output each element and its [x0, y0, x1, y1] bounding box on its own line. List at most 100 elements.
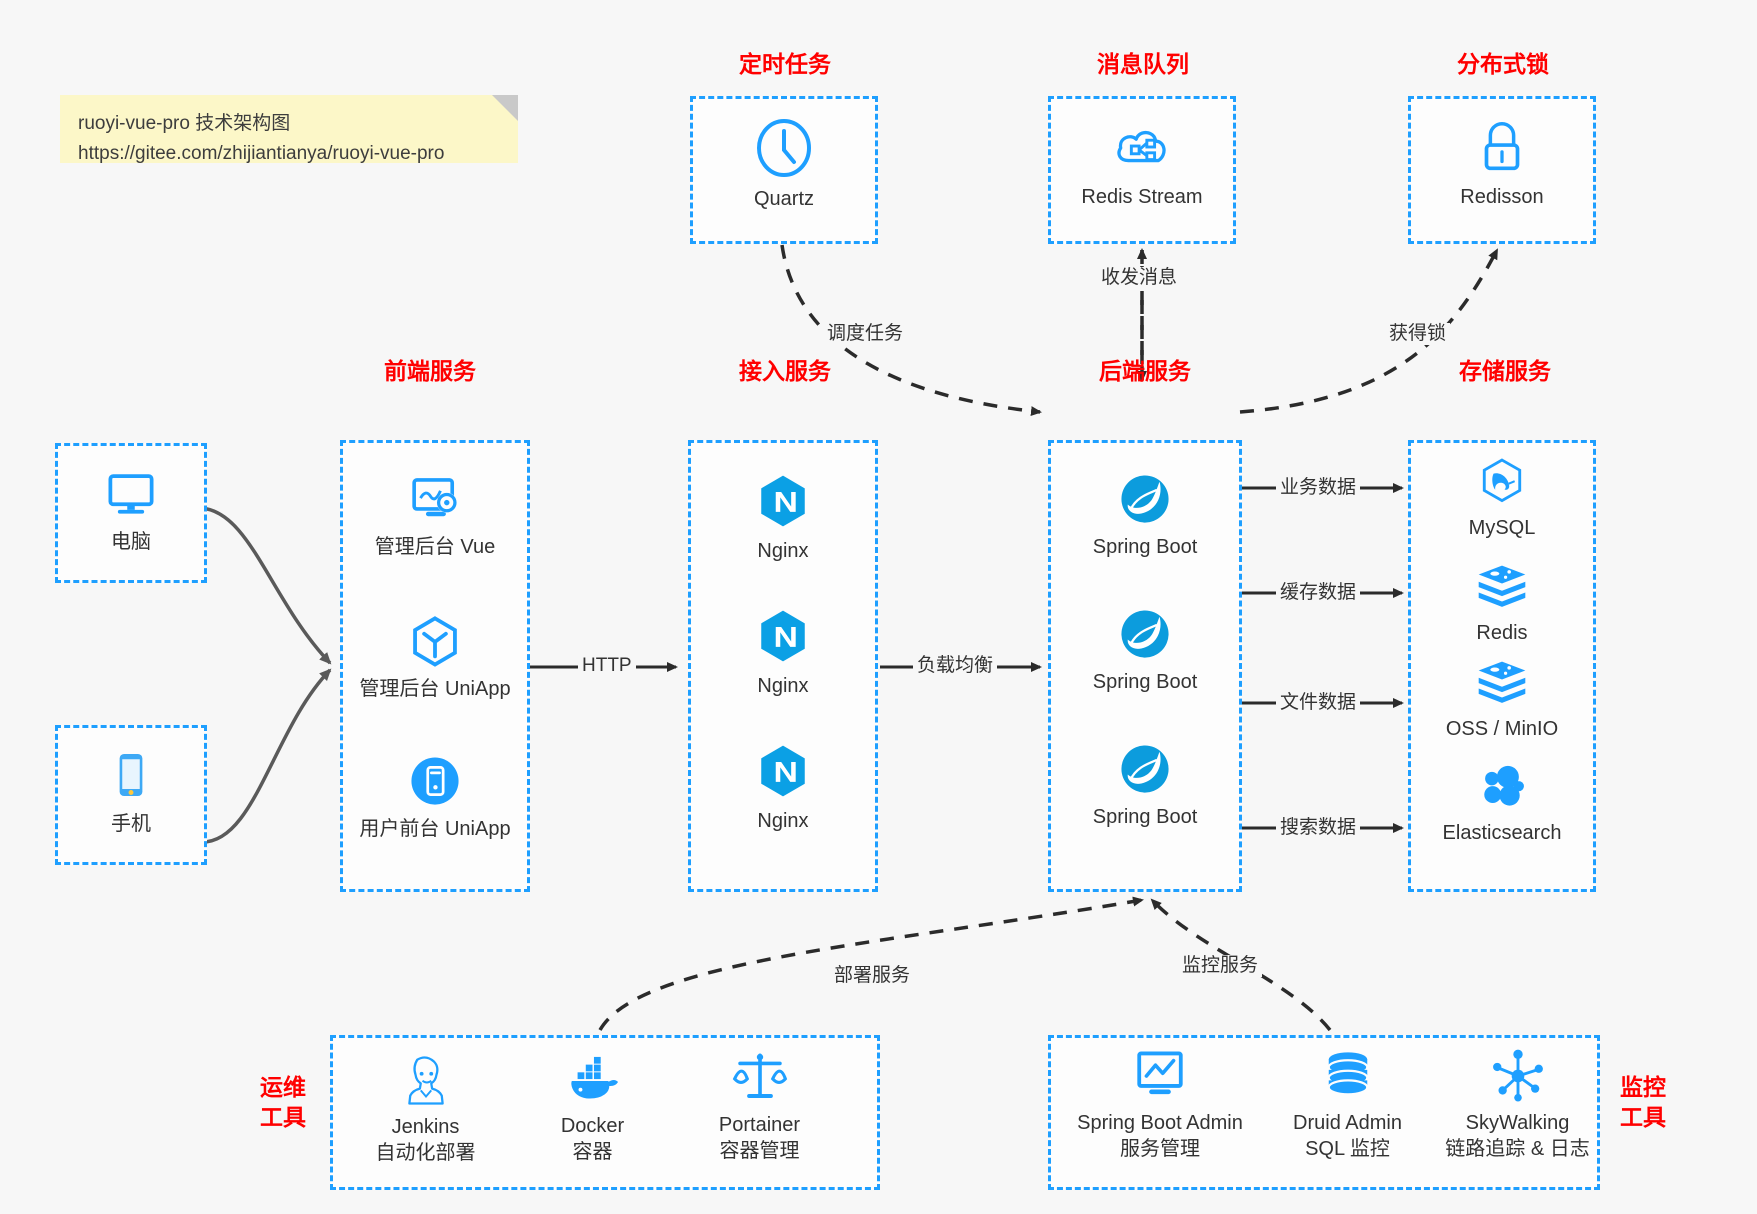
jenkins-butler-icon: [407, 1056, 444, 1105]
mysql-dolphin-icon: [1482, 458, 1522, 503]
database-icon: [1327, 1052, 1368, 1096]
node-sublabel: 自动化部署: [375, 1142, 476, 1164]
node-label: Redisson: [1460, 186, 1544, 208]
edge-label-file-data: 文件数据: [1276, 692, 1361, 714]
spring-leaf-icon: [1121, 745, 1169, 793]
skywalking-node-icon: [1492, 1049, 1543, 1102]
edge-label-search-data: 搜索数据: [1276, 817, 1361, 839]
group-title-scheduled-task: 定时任务: [739, 51, 831, 77]
node-spring-boot-3[interactable]: Spring Boot: [1048, 740, 1242, 830]
docker-whale-icon: [570, 1056, 618, 1099]
node-label: 管理后台 UniApp: [359, 678, 511, 700]
node-redis-stream[interactable]: Redis Stream: [1048, 116, 1236, 210]
node-quartz[interactable]: Quartz: [690, 116, 878, 212]
node-label: MySQL: [1468, 517, 1536, 539]
node-sublabel: 服务管理: [1120, 1138, 1200, 1160]
node-spring-boot-2[interactable]: Spring Boot: [1048, 605, 1242, 695]
redis-stack-icon: [1478, 661, 1526, 703]
node-label: Spring Boot: [1092, 806, 1198, 828]
clock-icon: [757, 119, 811, 177]
node-label: Portainer: [718, 1114, 801, 1136]
node-admin-vue[interactable]: 管理后台 Vue: [340, 470, 530, 560]
node-oss-minio[interactable]: OSS / MinIO: [1408, 658, 1596, 742]
note-line-url: https://gitee.com/zhijiantianya/ruoyi-vu…: [78, 143, 445, 164]
edge-label-send-receive: 收发消息: [1097, 267, 1182, 289]
note-fold-corner: [492, 95, 518, 121]
nginx-icon: [761, 745, 805, 797]
node-label: 电脑: [111, 531, 151, 553]
redis-stack-icon: [1478, 565, 1526, 607]
spring-leaf-icon: [1121, 610, 1169, 658]
node-label: Docker: [560, 1115, 625, 1137]
node-label: Quartz: [753, 188, 815, 210]
node-spring-boot-admin[interactable]: Spring Boot Admin 服务管理: [1060, 1048, 1260, 1162]
nginx-icon: [761, 475, 805, 527]
node-mysql[interactable]: MySQL: [1408, 455, 1596, 541]
group-title-frontend: 前端服务: [384, 358, 476, 384]
node-sublabel: 容器: [572, 1141, 613, 1163]
scales-icon: [732, 1053, 787, 1099]
node-sublabel: 容器管理: [719, 1140, 800, 1162]
node-label: Redis Stream: [1081, 186, 1203, 208]
node-druid-admin[interactable]: Druid Admin SQL 监控: [1260, 1048, 1435, 1162]
node-mobile[interactable]: 手机: [55, 745, 207, 837]
node-redisson[interactable]: Redisson: [1408, 116, 1596, 210]
node-label: 管理后台 Vue: [374, 536, 496, 558]
node-jenkins[interactable]: Jenkins 自动化部署: [338, 1050, 513, 1166]
nginx-icon: [761, 610, 805, 662]
node-redis[interactable]: Redis: [1408, 562, 1596, 646]
group-title-monitor-line2: 工具: [1620, 1104, 1666, 1130]
node-label: 手机: [111, 813, 151, 835]
edge-label-deploy: 部署服务: [830, 965, 915, 987]
node-label: Spring Boot Admin: [1077, 1112, 1243, 1134]
node-portainer[interactable]: Portainer 容器管理: [672, 1048, 847, 1164]
group-box-message-queue: [1048, 96, 1236, 244]
group-title-message-queue: 消息队列: [1097, 51, 1189, 77]
node-label: SkyWalking: [1465, 1112, 1570, 1134]
group-title-devops-line1: 运维: [260, 1074, 306, 1100]
group-title-backend: 后端服务: [1099, 358, 1191, 384]
node-nginx-3[interactable]: Nginx: [688, 740, 878, 834]
node-label: Spring Boot: [1092, 671, 1198, 693]
node-docker[interactable]: Docker 容器: [505, 1055, 680, 1165]
node-label: Spring Boot: [1092, 536, 1198, 558]
group-title-devops: 运维 工具: [253, 1072, 313, 1132]
edge-label-http: HTTP: [578, 655, 636, 677]
sticky-note: ruoyi-vue-pro 技术架构图 https://gitee.com/zh…: [60, 95, 518, 164]
node-sublabel: SQL 监控: [1305, 1138, 1390, 1160]
node-pc[interactable]: 电脑: [55, 463, 207, 555]
group-title-storage: 存储服务: [1459, 358, 1551, 384]
node-admin-uniapp[interactable]: 管理后台 UniApp: [340, 612, 530, 702]
edge-label-schedule-task: 调度任务: [823, 323, 908, 345]
mobile-circle-icon: [411, 757, 459, 805]
node-nginx-2[interactable]: Nginx: [688, 605, 878, 699]
desktop-icon: [108, 474, 154, 514]
group-title-gateway: 接入服务: [739, 358, 831, 384]
node-label: Nginx: [757, 810, 809, 832]
node-label: OSS / MinIO: [1445, 718, 1559, 740]
spring-leaf-icon: [1121, 475, 1169, 523]
monitor-chart-icon: [1137, 1051, 1183, 1095]
cube-icon: [413, 616, 457, 667]
node-skywalking[interactable]: SkyWalking 链路追踪 & 日志: [1425, 1048, 1610, 1162]
edge-label-loadbalance: 负载均衡: [913, 655, 998, 677]
edge-label-acquire-lock: 获得锁: [1385, 323, 1451, 345]
phone-icon: [119, 754, 143, 796]
note-line-title: ruoyi-vue-pro 技术架构图: [78, 113, 291, 134]
node-user-uniapp[interactable]: 用户前台 UniApp: [340, 752, 530, 842]
group-title-devops-line2: 工具: [260, 1104, 306, 1130]
elasticsearch-icon: [1484, 765, 1524, 806]
group-box-backend: [1048, 440, 1242, 892]
node-spring-boot-1[interactable]: Spring Boot: [1048, 470, 1242, 560]
node-elasticsearch[interactable]: Elasticsearch: [1408, 760, 1596, 846]
node-label: 用户前台 UniApp: [359, 818, 511, 840]
lock-icon: [1484, 122, 1520, 171]
group-title-distributed-lock: 分布式锁: [1457, 51, 1549, 77]
edge-label-cache-data: 缓存数据: [1276, 582, 1361, 604]
node-label: Nginx: [757, 675, 809, 697]
edge-label-biz-data: 业务数据: [1276, 477, 1361, 499]
dashboard-gear-icon: [412, 478, 457, 517]
node-nginx-1[interactable]: Nginx: [688, 470, 878, 564]
node-label: Redis: [1476, 622, 1528, 644]
edge-label-monitor: 监控服务: [1178, 955, 1263, 977]
